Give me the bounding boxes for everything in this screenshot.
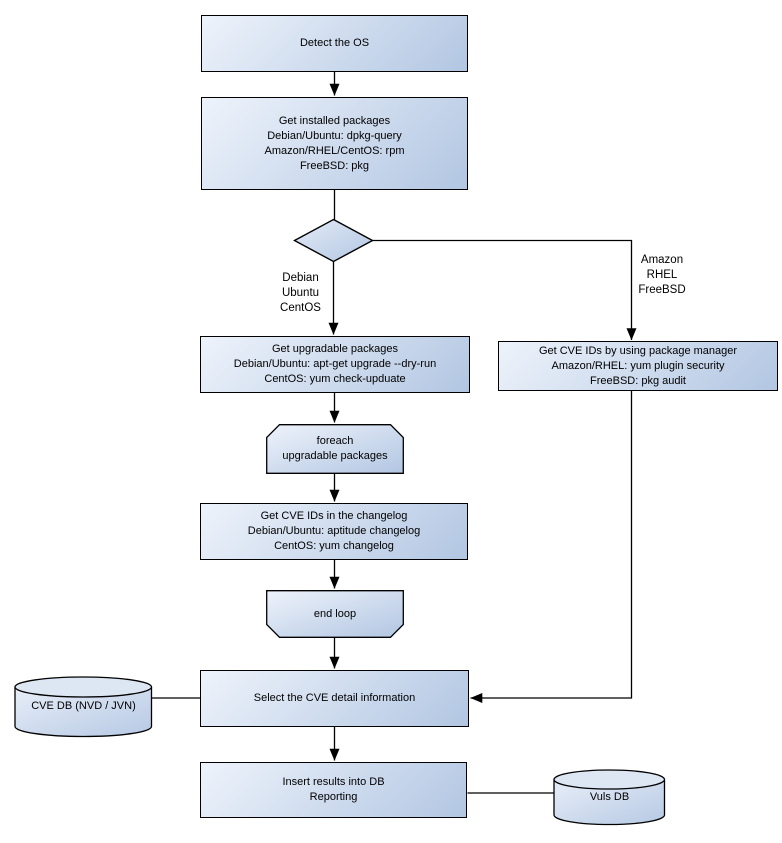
node-get-installed-packages: Get installed packages Debian/Ubuntu: dp… [201, 97, 468, 190]
node-get-cve-ids-package-manager: Get CVE IDs by using package manager Ama… [498, 341, 778, 391]
node-get-cve-ids-changelog: Get CVE IDs in the changelog Debian/Ubun… [200, 503, 468, 560]
node-foreach-loop-shape [266, 424, 404, 474]
node-end-loop-shape [266, 590, 404, 638]
branch-label-debian-ubuntu-centos: Debian Ubuntu CentOS [280, 272, 321, 314]
node-insert-results-reporting: Insert results into DB Reporting [200, 762, 467, 818]
branch-label-amazon-rhel-freebsd: Amazon RHEL FreeBSD [638, 254, 686, 296]
node-vuls-db-cylinder [553, 769, 666, 826]
edge-pkgmgr-to-select [470, 391, 633, 703]
node-os-decision-diamond [293, 218, 374, 263]
node-select-cve-detail: Select the CVE detail information [200, 670, 469, 727]
node-cve-db-cylinder [14, 676, 153, 738]
node-get-upgradable-packages: Get upgradable packages Debian/Ubuntu: a… [200, 336, 470, 393]
node-detect-os: Detect the OS [201, 15, 468, 72]
edge-decision-to-pkgmgr [372, 239, 637, 341]
